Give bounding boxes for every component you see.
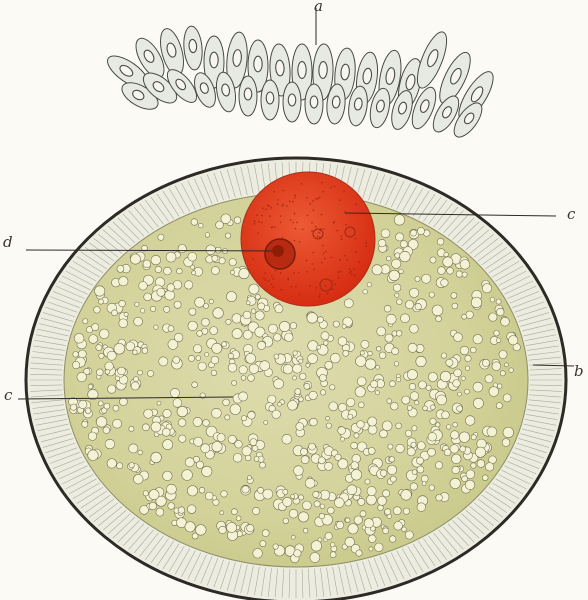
nucleolus-core <box>272 245 284 257</box>
corona-radiata-cells <box>103 25 500 141</box>
label-c-yolk: c <box>4 386 12 404</box>
label-b: b <box>574 362 584 380</box>
corona-cell <box>305 84 323 124</box>
label-d: d <box>3 233 13 251</box>
label-a: a <box>314 0 323 15</box>
corona-cell <box>182 25 204 70</box>
corona-cell <box>283 82 301 122</box>
corona-cell <box>261 80 279 120</box>
corona-cell <box>239 76 257 116</box>
label-c-nucleus: c <box>567 205 575 223</box>
